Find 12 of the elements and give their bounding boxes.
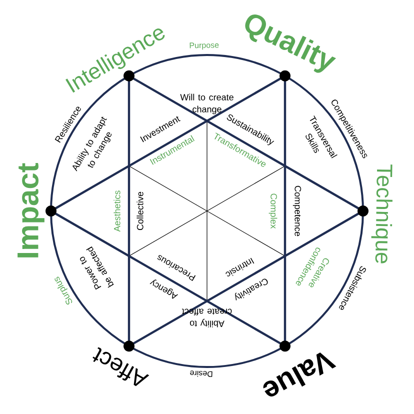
segment-label: Collective — [136, 192, 144, 230]
segment-label: Will to create change — [180, 94, 234, 114]
segment-label: Competence — [292, 186, 302, 236]
category-label: Affect — [92, 347, 150, 386]
segment-label: Ability to create affect — [182, 308, 232, 328]
segment-label: Complex — [268, 194, 278, 229]
category-label: Impact — [18, 163, 44, 258]
category-label: Value — [263, 352, 336, 396]
arc-label: Desire — [190, 370, 212, 377]
arc-label: Purpose — [190, 42, 219, 50]
segment-label: Aesthetics — [114, 190, 120, 232]
category-label: Technique — [371, 164, 392, 264]
